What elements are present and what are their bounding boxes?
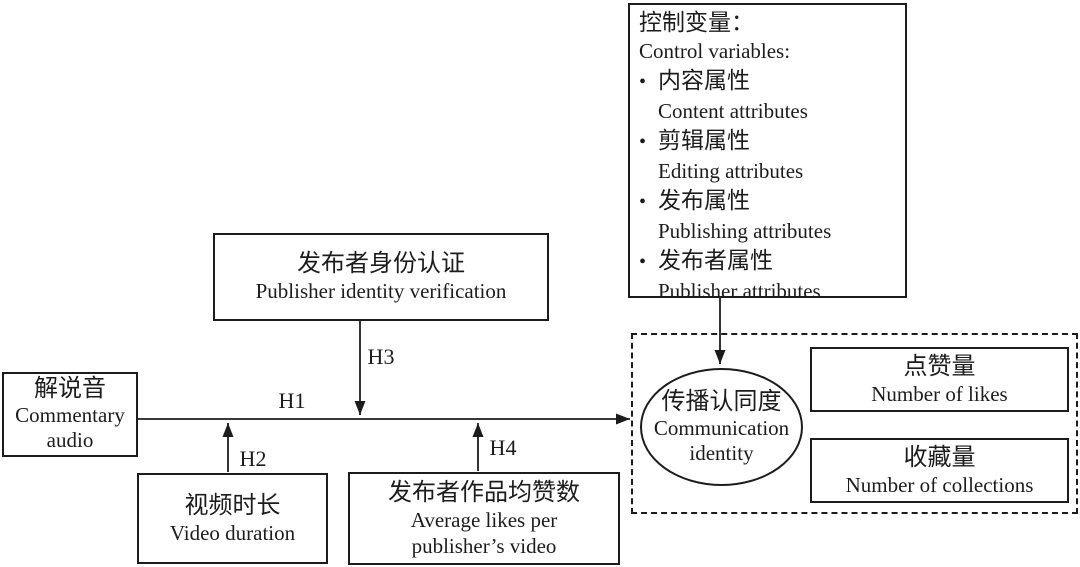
h4-label: H4	[489, 435, 517, 460]
h2-label: H2	[239, 446, 267, 471]
bullet-icon: •	[639, 71, 647, 93]
control-item-zh: • 内容属性	[639, 66, 750, 97]
control-item-zh: • 发布者属性	[639, 246, 773, 277]
communication-identity-en1: Communication	[653, 415, 790, 440]
number-of-likes-box: 点赞量 Number of likes	[810, 347, 1069, 412]
control-item-en: Publishing attributes	[658, 219, 832, 243]
publisher-verification-en: Publisher identity verification	[255, 279, 507, 303]
control-item-en: Editing attributes	[658, 159, 804, 183]
likes-en: Number of likes	[871, 381, 1008, 406]
commentary-audio-en2: audio	[46, 428, 94, 452]
control-item-zh-label: 剪辑属性	[658, 128, 750, 153]
control-item-en: Publisher attributes	[658, 279, 821, 303]
number-of-collections-box: 收藏量 Number of collections	[810, 438, 1069, 503]
bullet-icon: •	[639, 131, 647, 153]
average-likes-zh: 发布者作品均赞数	[388, 479, 580, 506]
communication-identity-en2: identity	[689, 440, 754, 465]
control-item-zh: • 剪辑属性	[639, 126, 750, 157]
commentary-audio-zh: 解说音	[34, 376, 106, 402]
collections-zh: 收藏量	[903, 444, 976, 471]
publisher-identity-verification-box: 发布者身份认证 Publisher identity verification	[213, 233, 549, 321]
video-duration-box: 视频时长 Video duration	[137, 473, 328, 564]
communication-identity-ellipse: 传播认同度 Communication identity	[640, 368, 803, 486]
average-likes-box: 发布者作品均赞数 Average likes per publisher’s v…	[348, 472, 620, 565]
control-item-zh-label: 内容属性	[658, 68, 750, 93]
bullet-icon: •	[639, 251, 647, 273]
average-likes-en1: Average likes per	[410, 507, 558, 532]
communication-identity-zh: 传播认同度	[661, 388, 782, 415]
control-title-zh: 控制变量：	[639, 10, 754, 35]
video-duration-en: Video duration	[169, 520, 296, 545]
likes-zh: 点赞量	[903, 353, 976, 380]
control-item-zh: • 发布属性	[639, 186, 750, 217]
control-item-zh-label: 发布属性	[658, 188, 750, 213]
control-title-en: Control variables:	[639, 39, 791, 63]
commentary-audio-box: 解说音 Commentary audio	[2, 372, 138, 457]
control-item-en: Content attributes	[658, 99, 808, 123]
collections-en: Number of collections	[845, 472, 1034, 497]
video-duration-zh: 视频时长	[184, 492, 281, 519]
control-variables-box: 控制变量： Control variables: • 内容属性 Content …	[628, 3, 907, 303]
bullet-icon: •	[639, 191, 647, 213]
h1-label: H1	[278, 388, 306, 413]
publisher-verification-zh: 发布者身份认证	[297, 251, 465, 277]
h3-label: H3	[367, 344, 395, 369]
commentary-audio-en1: Commentary	[15, 403, 125, 427]
control-item-zh-label: 发布者属性	[658, 248, 773, 273]
outcome-dashed-region	[631, 333, 1078, 514]
average-likes-en2: publisher’s video	[411, 533, 557, 558]
